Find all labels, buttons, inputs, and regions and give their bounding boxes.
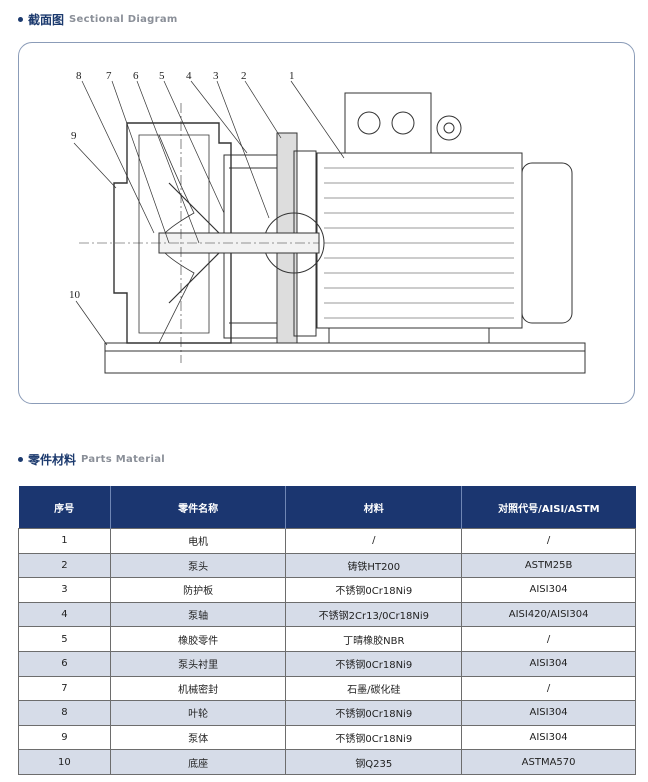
cell-part-name: 泵头 <box>109 552 287 579</box>
callout-6: 6 <box>133 70 139 82</box>
cell-part-name: 泵体 <box>109 724 287 751</box>
callout-1: 1 <box>289 70 295 82</box>
table-header-row: 序号 零件名称 材料 对照代号/AISI/ASTM <box>18 486 636 529</box>
cell-material: 丁晴橡胶NBR <box>285 626 463 652</box>
cell-part-name: 叶轮 <box>109 700 287 726</box>
cell-standard: AISI304 <box>461 724 636 751</box>
cell-material: 不锈钢0Cr18Ni9 <box>285 700 463 726</box>
cell-standard: AISI420/AISI304 <box>461 601 636 628</box>
base-plate <box>104 342 586 374</box>
cell-part-name: 泵头衬里 <box>109 650 287 677</box>
section-title-zh: 零件材料 <box>28 453 77 467</box>
cell-material: 不锈钢2Cr13/0Cr18Ni9 <box>285 601 463 628</box>
cell-part-name: 防护板 <box>109 577 287 603</box>
cell-standard: AISI304 <box>461 650 636 677</box>
bullet-icon <box>18 457 23 462</box>
cell-material: 不锈钢0Cr18Ni9 <box>285 724 463 751</box>
cell-standard: / <box>461 528 636 554</box>
cell-no: 9 <box>18 724 111 751</box>
cell-standard: ASTMA570 <box>461 749 636 775</box>
cell-no: 7 <box>18 675 111 702</box>
cell-no: 10 <box>18 749 111 775</box>
cell-material: 不锈钢0Cr18Ni9 <box>285 577 463 603</box>
section-title-en: Parts Material <box>81 454 165 465</box>
callout-leaders <box>73 80 345 346</box>
pump-casing <box>113 122 232 344</box>
cell-standard: / <box>461 675 636 702</box>
cell-no: 2 <box>18 552 111 579</box>
cell-no: 3 <box>18 577 111 603</box>
section-title-sectional-diagram: 截面图 Sectional Diagram <box>18 11 178 28</box>
header-no: 序号 <box>18 486 111 529</box>
callout-10: 10 <box>69 289 81 301</box>
callout-5: 5 <box>159 70 165 82</box>
header-part-name: 零件名称 <box>109 486 286 529</box>
cell-no: 6 <box>18 650 111 677</box>
cell-material: 不锈钢0Cr18Ni9 <box>285 650 463 677</box>
impeller <box>168 182 220 304</box>
header-material: 材料 <box>285 486 462 529</box>
cell-material: 铸铁HT200 <box>285 552 463 579</box>
terminal-box <box>344 92 432 154</box>
section-title-zh: 截面图 <box>28 13 65 27</box>
cell-material: 钢Q235 <box>285 749 463 775</box>
cell-no: 1 <box>18 528 111 554</box>
cell-no: 5 <box>18 626 111 652</box>
callout-7: 7 <box>106 70 112 82</box>
motor-body <box>316 152 523 329</box>
callout-9: 9 <box>71 130 77 142</box>
cell-part-name: 底座 <box>109 749 287 775</box>
callout-3: 3 <box>213 70 219 82</box>
callout-2: 2 <box>241 70 247 82</box>
callout-4: 4 <box>186 70 192 82</box>
cell-part-name: 泵轴 <box>109 601 287 628</box>
cell-no: 8 <box>18 700 111 726</box>
header-standard: 对照代号/AISI/ASTM <box>461 486 636 529</box>
cell-standard: ASTM25B <box>461 552 636 579</box>
section-title-parts-material: 零件材料 Parts Material <box>18 451 165 468</box>
callout-8: 8 <box>76 70 82 82</box>
section-title-en: Sectional Diagram <box>69 14 178 25</box>
pump-drawing: 1 2 3 4 5 6 7 8 9 10 <box>69 70 586 374</box>
cell-material: 石墨/碳化硅 <box>285 675 463 702</box>
cell-material: / <box>285 528 463 554</box>
cell-part-name: 橡胶零件 <box>109 626 287 652</box>
cell-part-name: 机械密封 <box>109 675 287 702</box>
cell-standard: AISI304 <box>461 577 636 603</box>
bullet-icon <box>18 17 23 22</box>
sectional-diagram: 1 2 3 4 5 6 7 8 9 10 <box>18 42 635 404</box>
cell-standard: / <box>461 626 636 652</box>
cell-part-name: 电机 <box>109 528 287 554</box>
motor-fan-cover <box>521 162 573 324</box>
cell-standard: AISI304 <box>461 700 636 726</box>
cell-no: 4 <box>18 601 111 628</box>
